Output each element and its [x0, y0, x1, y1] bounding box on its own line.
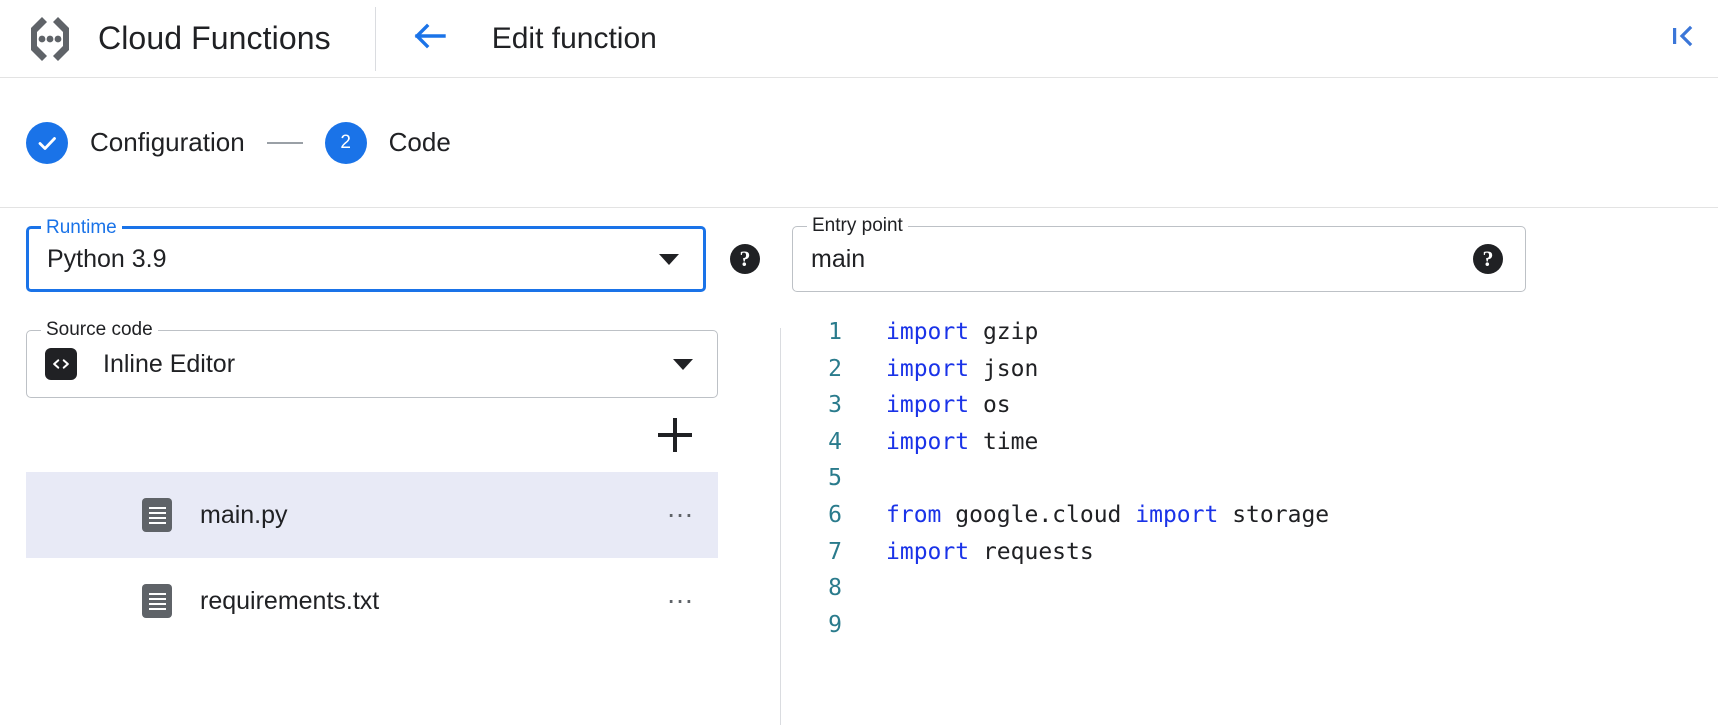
code-token: storage: [1218, 501, 1330, 528]
code-token: import: [886, 319, 970, 345]
plus-icon[interactable]: [658, 418, 692, 452]
wizard-stepper: Configuration 2 Code: [0, 78, 1718, 208]
line-number: 9: [828, 611, 842, 638]
step-configuration-label: Configuration: [90, 127, 245, 157]
file-name: main.py: [200, 500, 288, 529]
line-number: 3: [828, 392, 842, 419]
overflow-menu-icon[interactable]: …: [666, 578, 696, 609]
code-editor[interactable]: 1 import gzip 2 import json 3 import os …: [780, 292, 1718, 643]
entry-point-value: main: [811, 244, 866, 273]
step-code[interactable]: 2 Code: [324, 121, 451, 164]
step-code-number: 2: [324, 121, 367, 164]
step-configuration-check-icon: [26, 121, 68, 164]
code-line: 5: [822, 460, 1718, 497]
file-list: main.py … requirements.txt …: [26, 472, 718, 644]
pane-divider: [780, 328, 781, 725]
runtime-label: Runtime: [41, 218, 122, 238]
file-icon: [142, 584, 172, 618]
file-icon: [142, 498, 172, 532]
main-body: Runtime Python 3.9 ? Source code Inline …: [0, 208, 1718, 725]
source-code-select[interactable]: Source code Inline Editor: [26, 320, 718, 398]
collapse-panel-icon: [1667, 21, 1697, 56]
code-token: import: [886, 392, 970, 419]
left-pane: Runtime Python 3.9 ? Source code Inline …: [0, 208, 780, 725]
add-file-row: [26, 398, 718, 472]
code-token: google.cloud: [941, 501, 1136, 528]
code-token: requests: [969, 538, 1094, 565]
file-name: requirements.txt: [200, 586, 380, 615]
chevron-down-icon[interactable]: [659, 253, 679, 265]
entry-point-help-icon[interactable]: ?: [1473, 244, 1503, 274]
code-line: 8: [822, 570, 1718, 607]
brand-title: Cloud Functions: [98, 20, 331, 56]
code-line: 6 from google.cloud import storage: [822, 497, 1718, 534]
runtime-help-icon[interactable]: ?: [730, 244, 760, 274]
step-code-label: Code: [388, 127, 451, 157]
line-number: 2: [828, 355, 842, 382]
entry-point-row: Entry point main ?: [792, 216, 1526, 292]
step-configuration[interactable]: Configuration: [26, 121, 245, 164]
page-title: Edit function: [491, 21, 657, 55]
code-token: from: [886, 501, 942, 528]
file-row-requirements-txt[interactable]: requirements.txt …: [26, 558, 718, 644]
code-token: time: [969, 428, 1039, 455]
code-line: 3 import os: [822, 387, 1718, 424]
code-token: import: [886, 428, 970, 455]
right-pane: Entry point main ? 1 import gzip 2 impor…: [780, 208, 1718, 725]
runtime-row: Runtime Python 3.9 ?: [26, 218, 760, 292]
back-button[interactable]: [406, 16, 452, 62]
collapse-panel-button[interactable]: [1660, 17, 1704, 61]
code-line: 7 import requests: [822, 534, 1718, 571]
code-line: 9: [822, 607, 1718, 644]
code-line: 1 import gzip: [822, 314, 1718, 351]
code-token: os: [969, 392, 1011, 419]
chevron-down-icon[interactable]: [673, 358, 693, 370]
code-token: gzip: [969, 319, 1039, 345]
overflow-menu-icon[interactable]: …: [666, 492, 696, 523]
entry-point-label: Entry point: [807, 216, 908, 236]
line-number: 6: [828, 501, 842, 528]
runtime-value: Python 3.9: [47, 244, 167, 273]
file-row-main-py[interactable]: main.py …: [26, 472, 718, 558]
app-header: Cloud Functions Edit function: [0, 0, 1718, 78]
line-number: 7: [828, 538, 842, 565]
source-code-value: Inline Editor: [103, 349, 236, 378]
code-token: import: [886, 538, 970, 565]
line-number: 5: [828, 465, 842, 492]
line-number: 1: [828, 319, 842, 345]
code-token: import: [886, 355, 970, 382]
code-line: 4 import time: [822, 424, 1718, 461]
code-token: json: [969, 355, 1039, 382]
code-brackets-icon: [45, 348, 77, 380]
line-number: 4: [828, 428, 842, 455]
step-connector: [266, 141, 303, 144]
arrow-left-icon: [411, 18, 447, 59]
code-line: 2 import json: [822, 351, 1718, 388]
source-code-label: Source code: [41, 320, 158, 340]
line-number: 8: [828, 575, 842, 602]
brand[interactable]: Cloud Functions: [0, 0, 331, 77]
cloud-functions-logo-icon: [22, 11, 78, 67]
header-divider: [374, 6, 376, 71]
entry-point-input[interactable]: Entry point main ?: [792, 216, 1526, 292]
runtime-select[interactable]: Runtime Python 3.9: [26, 218, 706, 292]
code-token: import: [1135, 501, 1219, 528]
